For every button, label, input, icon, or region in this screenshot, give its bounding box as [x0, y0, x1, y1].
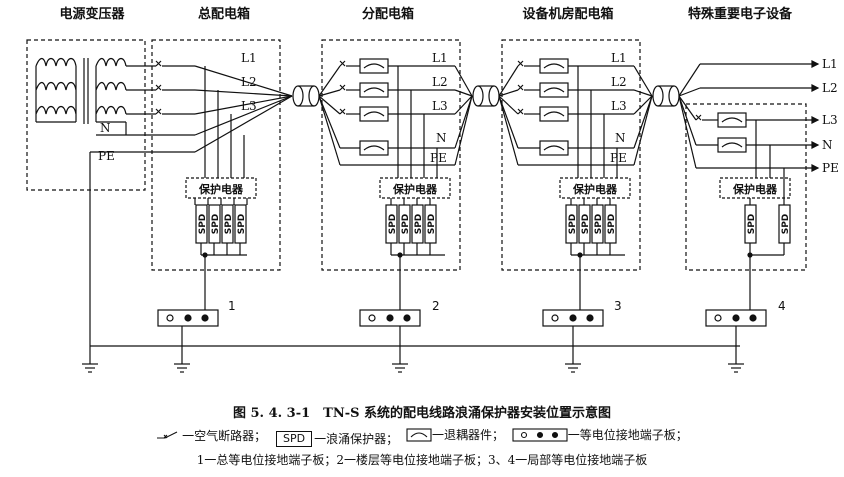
label-l3-special: L3 [822, 113, 838, 127]
main-spd-1-label: SPD [198, 214, 208, 235]
special-protector-box [719, 177, 791, 199]
label-n-sub: N [436, 131, 447, 145]
header-transformer: 电源变压器 [59, 6, 125, 22]
label-l2-sub: L2 [432, 75, 448, 89]
terminal-1-number: 1 [228, 299, 236, 313]
main-protector-label: 保护电器 [198, 182, 244, 196]
legend-terminal-text: 一等电位接地端子板； [567, 428, 688, 442]
label-pe-special: PE [822, 161, 839, 175]
label-l1-main: L1 [241, 51, 257, 65]
sub-decouplers [359, 58, 389, 156]
equipment-protector-box [559, 177, 631, 199]
terminal-4-number: 4 [778, 299, 786, 313]
sub-box-wiring [318, 60, 455, 178]
special-protector-label: 保护电器 [732, 182, 778, 196]
transformer-primary-coils [35, 57, 77, 123]
figure-caption: 图 5. 4. 3-1 TN-S 系统的配电线路浪涌保护器安装位置示意图 [232, 406, 612, 421]
label-l1-sub: L1 [432, 51, 448, 65]
label-l1-special: L1 [822, 57, 838, 71]
special-spd-2-label: SPD [781, 214, 791, 235]
legend-breaker: 一空气断路器； [156, 427, 266, 444]
equipment-decouplers [539, 58, 569, 156]
sub-spd-3-label: SPD [414, 214, 424, 235]
legend-spd-box: SPD [276, 430, 313, 447]
cable-gland-1 [292, 85, 320, 107]
label-l1-equipment: L1 [611, 51, 627, 65]
equipment-box-wiring [498, 60, 634, 178]
label-pe-transformer: PE [98, 149, 115, 163]
label-l2-main: L2 [241, 75, 257, 89]
label-n-special: N [822, 138, 833, 152]
terminal-2-number: 2 [432, 299, 440, 313]
legend-note: 1一总等电位接地端子板；2一楼层等电位接地端子板；3、4一局部等电位接地端子板 [196, 453, 648, 467]
equipment-spd-4-label: SPD [607, 214, 617, 235]
feeder-wires [90, 65, 195, 153]
sub-spd-group [385, 198, 445, 310]
header-sub-box: 分配电箱 [362, 6, 414, 22]
label-pe-equipment: PE [610, 151, 627, 165]
main-distribution-box [151, 39, 281, 271]
cable-gland-3 [652, 85, 680, 107]
special-output-lines [678, 60, 820, 205]
terminal-3-number: 3 [614, 299, 622, 313]
label-l3-main: L3 [241, 99, 257, 113]
label-l2-special: L2 [822, 81, 838, 95]
legend-spd: SPD 一浪涌保护器； [274, 430, 398, 447]
header-main-box: 总配电箱 [198, 6, 250, 22]
equipment-box-output [633, 65, 653, 166]
label-l3-equipment: L3 [611, 99, 627, 113]
terminal-4 [705, 309, 767, 346]
sub-distribution-box [321, 39, 461, 271]
equipment-protector-label: 保护电器 [572, 182, 618, 196]
main-spd-3-label: SPD [224, 214, 234, 235]
equipment-spd-group [565, 198, 625, 310]
equipment-spd-2-label: SPD [581, 214, 591, 235]
legend-breaker-text: 一空气断路器； [182, 429, 267, 443]
header-equipment-room-box: 设备机房配电箱 [522, 6, 613, 22]
legend-decoupler: 一退耦器件； [406, 426, 504, 443]
label-l3-sub: L3 [432, 99, 448, 113]
legend-spd-text: 一浪涌保护器； [314, 432, 399, 446]
legend-terminal: 一等电位接地端子板； [512, 426, 688, 443]
breaker-icon [157, 431, 178, 439]
transformer-box [26, 39, 146, 191]
equipment-spd-3-label: SPD [594, 214, 604, 235]
main-spd-2-label: SPD [211, 214, 221, 235]
header-special-equipment: 特殊重要电子设备 [688, 6, 793, 22]
decoupler-icon [406, 427, 432, 442]
sub-spd-1-label: SPD [388, 214, 398, 235]
terminal-1 [157, 309, 219, 346]
main-box-breakers [155, 60, 162, 115]
equipment-spd-1-label: SPD [568, 214, 578, 235]
cable-gland-2 [472, 85, 500, 107]
legend-row: 一空气断路器； SPD 一浪涌保护器； 一退耦器件； 一等电位接地端子板； [0, 426, 844, 447]
ground-bus [82, 152, 744, 373]
label-l2-equipment: L2 [611, 75, 627, 89]
sub-protector-label: 保护电器 [392, 182, 438, 196]
equipment-room-box [501, 39, 641, 271]
terminal-icon [512, 427, 568, 442]
main-box-busbars [162, 65, 293, 178]
special-spd-group [744, 198, 791, 310]
special-decouplers [717, 112, 747, 153]
main-spd-4-label: SPD [237, 214, 247, 235]
legend-decoupler-text: 一退耦器件； [431, 428, 504, 442]
sub-spd-4-label: SPD [427, 214, 437, 235]
terminal-2 [359, 309, 421, 346]
sub-protector-box [379, 177, 451, 199]
label-n-transformer: N [100, 121, 111, 135]
transformer-secondary-coils [95, 57, 127, 135]
label-pe-sub: PE [430, 151, 447, 165]
main-spd-group [194, 198, 248, 310]
terminal-3 [542, 309, 604, 346]
special-equipment-box [685, 103, 807, 271]
sub-spd-2-label: SPD [401, 214, 411, 235]
label-n-equipment: N [615, 131, 626, 145]
tn-s-surge-protector-diagram: 电源变压器 总配电箱 分配电箱 设备机房配电箱 特殊重要电子设备 [26, 6, 839, 373]
sub-box-output [454, 65, 473, 166]
special-spd-1-label: SPD [747, 214, 757, 235]
